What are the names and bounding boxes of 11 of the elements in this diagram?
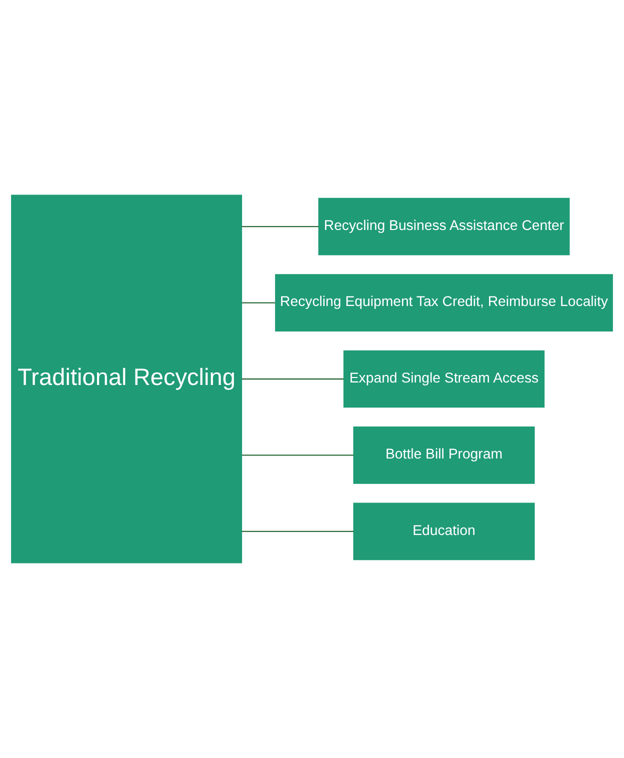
node-box: Recycling Business Assistance Center (318, 198, 570, 256)
connector (242, 378, 344, 380)
node-box: Education (353, 502, 535, 560)
connector (242, 226, 319, 228)
connector (242, 302, 276, 304)
connector (242, 530, 354, 532)
node-box: Recycling Equipment Tax Credit, Reimburse Locality (275, 274, 613, 332)
connector (242, 454, 354, 456)
node-box: Traditional Recycling (11, 194, 242, 564)
node-box: Bottle Bill Program (353, 426, 535, 484)
node-box: Expand Single Stream Access (343, 350, 545, 408)
